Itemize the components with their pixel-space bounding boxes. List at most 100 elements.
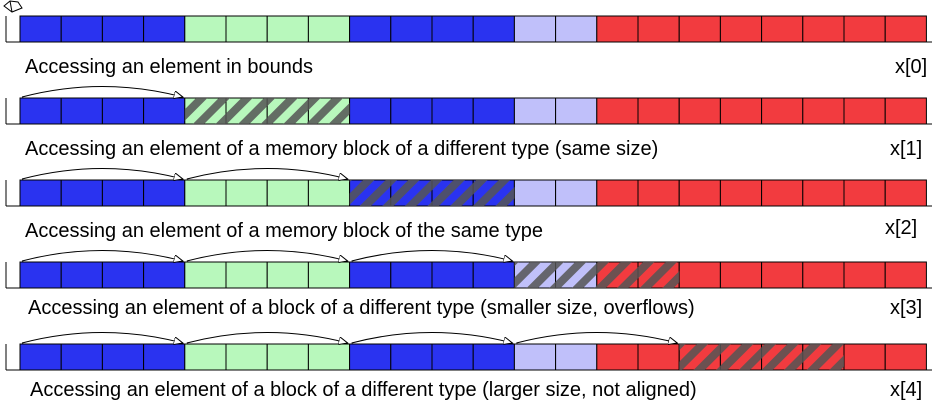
stride-arrow (186, 332, 348, 344)
memory-cell-blue (431, 15, 474, 43)
row-index-label: x[2] (885, 217, 918, 239)
memory-cell-red (843, 179, 886, 207)
memory-cell-blue (349, 15, 392, 43)
memory-cell-blue (390, 343, 433, 371)
memory-cell-blue (60, 261, 103, 289)
memory-cell-green (266, 179, 309, 207)
memory-cell-blue (472, 15, 515, 43)
memory-cell-blue (60, 15, 103, 43)
memory-cell-blue (390, 261, 433, 289)
memory-cell-blue (143, 343, 186, 371)
memory-cell-red (843, 343, 886, 371)
memory-cell-blue (143, 97, 186, 125)
memory-cell-blue (101, 179, 145, 207)
memory-cell-blue (143, 15, 186, 43)
row-caption: Accessing an element of a memory block o… (25, 138, 659, 160)
memory-cell-red (761, 97, 804, 125)
memory-cell-red (678, 15, 721, 43)
memory-cell-blue (143, 261, 186, 289)
memory-cell-green (225, 343, 268, 371)
memory-cell-green (307, 261, 351, 289)
memory-cell-red (843, 261, 886, 289)
memory-cell-green (184, 343, 227, 371)
memory-row (5, 15, 932, 43)
memory-cell-blue (60, 97, 103, 125)
row-caption: Accessing an element of a memory block o… (25, 220, 544, 242)
memory-cell-red (802, 97, 845, 125)
memory-cell-green (307, 179, 351, 207)
memory-cell-blue (101, 261, 145, 289)
stride-arrow (516, 332, 677, 344)
memory-cell-red (761, 15, 804, 43)
memory-row (5, 86, 932, 125)
memory-cell-red (596, 97, 639, 125)
memory-cell-red (884, 343, 927, 371)
memory-cell-blue (431, 261, 474, 289)
memory-cell-lavender (513, 15, 557, 43)
memory-cell-green (225, 179, 268, 207)
memory-cell-blue (431, 343, 474, 371)
memory-cell-red (678, 261, 721, 289)
row-caption: Accessing an element of a block of a dif… (30, 379, 697, 401)
memory-cell-green (307, 343, 351, 371)
memory-cell-lavender (555, 15, 598, 43)
stride-arrow (351, 332, 513, 344)
memory-row (5, 250, 932, 289)
memory-cell-green (307, 15, 351, 43)
memory-row (5, 332, 932, 371)
memory-cell-red (596, 15, 639, 43)
memory-cell-red (637, 179, 680, 207)
memory-cell-red (719, 179, 763, 207)
memory-cell-red (761, 179, 804, 207)
memory-cell-red (884, 261, 927, 289)
memory-cell-red (637, 15, 680, 43)
memory-cell-red (761, 261, 804, 289)
row-index-label: x[4] (890, 379, 923, 401)
memory-cell-blue (19, 97, 62, 125)
stride-arrow (21, 250, 183, 262)
memory-cell-blue (390, 15, 433, 43)
memory-cell-red (884, 97, 927, 125)
row-index-label: x[1] (890, 138, 923, 160)
memory-cell-green (266, 261, 309, 289)
memory-cell-red (802, 261, 845, 289)
memory-cell-red (719, 97, 763, 125)
memory-cell-green (225, 261, 268, 289)
stride-arrow (21, 332, 183, 344)
memory-cell-lavender (513, 343, 557, 371)
memory-cell-blue (431, 97, 474, 125)
memory-cell-red (884, 179, 927, 207)
memory-cell-blue (19, 343, 62, 371)
memory-cell-lavender (555, 97, 598, 125)
memory-cell-red (802, 15, 845, 43)
row-caption: Accessing an element of a block of a dif… (28, 297, 695, 319)
memory-cell-red (596, 343, 639, 371)
memory-cell-lavender (555, 343, 598, 371)
accessed-region-hatch (184, 98, 350, 124)
memory-cell-blue (143, 179, 186, 207)
memory-cell-red (719, 261, 763, 289)
accessed-region-hatch (679, 344, 844, 370)
memory-cell-blue (472, 343, 515, 371)
memory-cell-blue (349, 261, 392, 289)
accessed-region-hatch (514, 262, 680, 288)
memory-cell-blue (101, 97, 145, 125)
stride-arrow (186, 168, 348, 180)
row-caption: Accessing an element in bounds (25, 56, 313, 78)
memory-cell-green (184, 15, 227, 43)
memory-cell-blue (19, 261, 62, 289)
stride-arrow (21, 86, 183, 98)
memory-cell-green (266, 343, 309, 371)
memory-cell-red (843, 97, 886, 125)
memory-cell-green (184, 261, 227, 289)
memory-cell-blue (349, 97, 392, 125)
memory-cell-lavender (513, 97, 557, 125)
memory-cell-red (802, 179, 845, 207)
memory-cell-blue (60, 179, 103, 207)
memory-cell-red (884, 15, 927, 43)
memory-cell-blue (19, 179, 62, 207)
stride-arrow (186, 250, 348, 262)
stride-arrow (351, 250, 513, 262)
stride-arrow (21, 168, 183, 180)
